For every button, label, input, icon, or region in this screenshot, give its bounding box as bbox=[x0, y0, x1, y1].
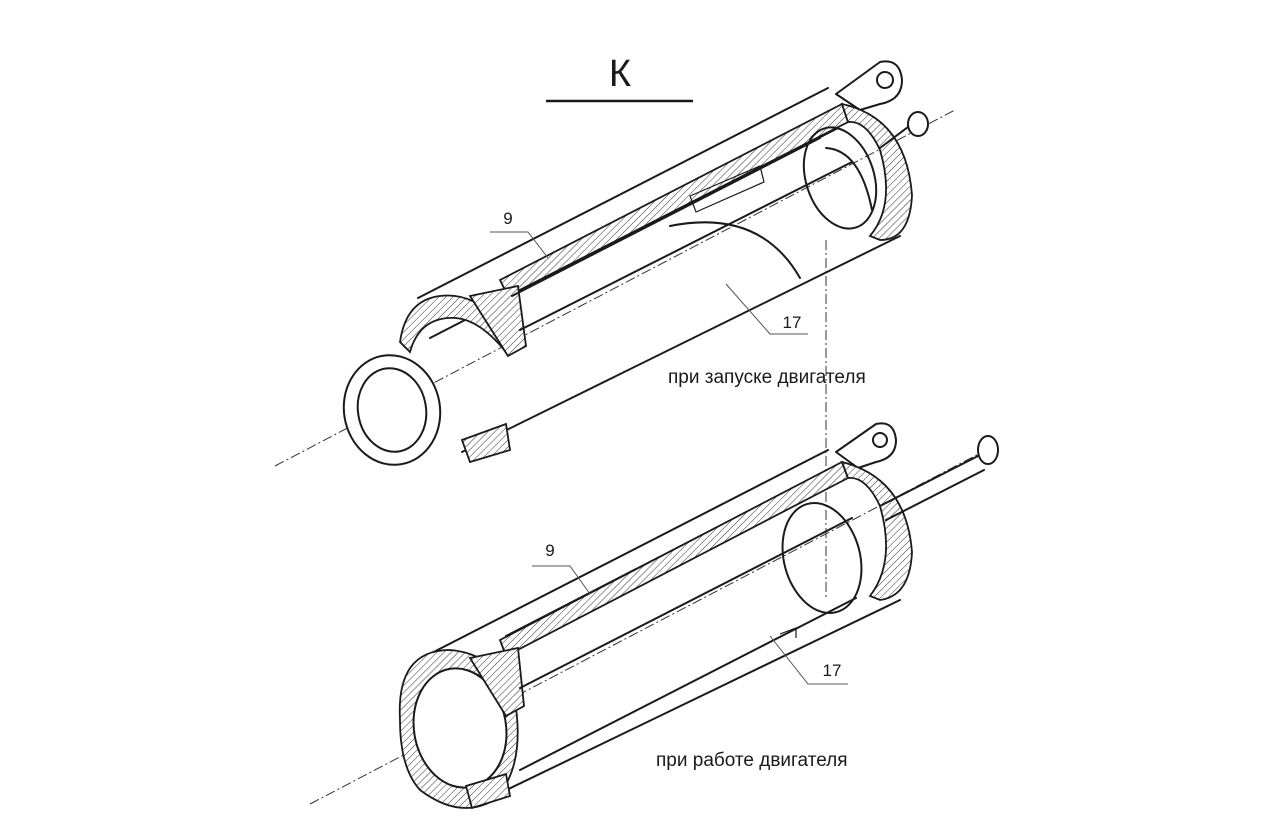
lower-assembly: 9 17 при работе двигателя bbox=[309, 422, 999, 810]
upper-inner-lines bbox=[511, 137, 873, 331]
lower-callout-17: 17 bbox=[823, 661, 842, 680]
upper-front-lip-section bbox=[468, 284, 527, 358]
lower-rod bbox=[879, 455, 985, 521]
lower-housing-bottom-edge bbox=[493, 599, 901, 797]
lower-bottom-slot-section bbox=[464, 772, 512, 810]
upper-right-flange bbox=[840, 102, 913, 241]
upper-housing-bottom-edge bbox=[461, 235, 901, 453]
upper-rod bbox=[879, 123, 913, 149]
upper-rod-knob bbox=[907, 111, 929, 137]
upper-caption: при запуске двигателя bbox=[668, 367, 866, 388]
lower-housing-top-edge bbox=[417, 449, 829, 661]
view-designation: К bbox=[546, 53, 693, 103]
lower-callout-9-leader bbox=[532, 565, 591, 595]
upper-callout-17-leader bbox=[725, 283, 808, 335]
lower-valve-17-notch bbox=[779, 627, 797, 638]
lower-caption: при работе двигателя bbox=[656, 750, 848, 771]
upper-valve-slot bbox=[689, 165, 765, 213]
lower-callout-9: 9 bbox=[545, 541, 554, 560]
upper-housing-top-edge bbox=[417, 87, 829, 299]
upper-valve-17-arc bbox=[669, 221, 801, 279]
lower-mounting-lug bbox=[835, 422, 897, 469]
lower-callout-17-leader bbox=[769, 635, 848, 685]
upper-callout-9: 9 bbox=[503, 209, 512, 228]
upper-wall-section bbox=[498, 102, 850, 298]
lower-rod-knob bbox=[977, 435, 999, 465]
upper-callout-17: 17 bbox=[783, 313, 802, 332]
lower-right-flange bbox=[840, 460, 913, 601]
upper-bottom-slot-section bbox=[460, 422, 512, 464]
lower-front-lip-section bbox=[468, 646, 525, 718]
upper-rear-ring bbox=[802, 126, 878, 230]
lower-inner-lines bbox=[519, 517, 857, 771]
upper-callout-9-leader bbox=[490, 231, 549, 259]
upper-sleeve-front-end bbox=[342, 354, 442, 466]
upper-sleeve-bore bbox=[356, 367, 428, 453]
upper-mounting-lug bbox=[835, 60, 903, 111]
upper-assembly: 9 17 при запуске двигателя bbox=[274, 60, 956, 467]
view-letter: К bbox=[609, 53, 631, 95]
lower-rear-ring bbox=[781, 502, 863, 614]
